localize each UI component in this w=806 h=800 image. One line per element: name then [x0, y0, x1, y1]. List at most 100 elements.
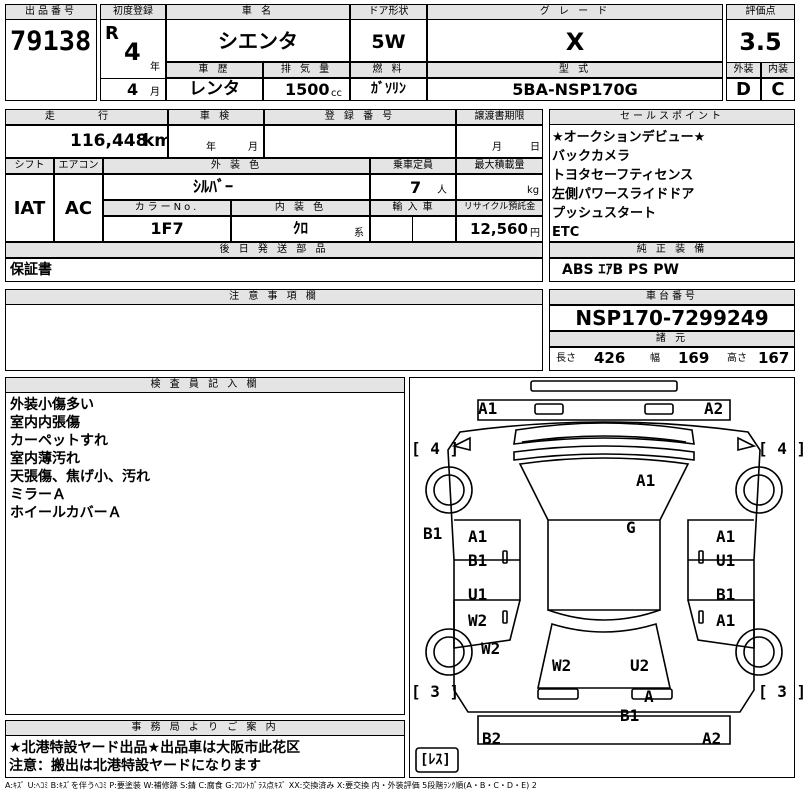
tread-rear-right: [ 3 ] [758, 682, 806, 701]
later-parts-label: 後 日 発 送 部 品 [5, 242, 543, 258]
inspector-line: ミラーＡ [10, 487, 66, 503]
sales-list: ★オークションデビュー★ バックカメラ トヨタセーフティセンス 左側パワースライ… [552, 128, 705, 242]
reg-year-unit: 年 [150, 62, 160, 73]
recycle-fee: 12,560 [470, 220, 528, 238]
width-label: 幅 [650, 353, 660, 364]
mark-rear-left: B2 [482, 729, 502, 748]
recycle-unit: 円 [530, 228, 540, 239]
inspector-line: ホイールカバーＡ [10, 505, 122, 521]
office-list: ★北港特設ヤード出品★出品車は大阪市此花区 注意：搬出は北港特設ヤードになります [9, 739, 300, 775]
lot-label: 出品番号 [5, 4, 97, 20]
sales-item: 左側パワースライドドア [552, 187, 695, 202]
int-color-unit: 系 [354, 228, 364, 239]
dims-label: 諸 元 [549, 331, 795, 347]
seats: 7 [410, 178, 422, 197]
equipment-label: 純 正 装 備 [549, 242, 795, 258]
inspection-cell [168, 125, 264, 158]
sales-item: バックカメラ [552, 149, 631, 164]
inspector-line: カーペットすれ [10, 433, 108, 449]
fuel-cell [350, 78, 427, 101]
displacement: 1500 [285, 80, 330, 99]
int-cell [761, 78, 795, 101]
inspector-box [5, 377, 405, 715]
mark-hood: A1 [636, 471, 656, 490]
door-label: ドア形状 [350, 4, 427, 20]
load-unit: kg [527, 185, 540, 196]
load-cell [456, 174, 543, 200]
inspector-line: 室内内張傷 [10, 415, 80, 431]
mileage: 116,448 [70, 131, 148, 151]
sales-box [549, 109, 795, 242]
air-conditioner: AC [64, 198, 93, 219]
transfer-day-unit: 日 [530, 142, 540, 153]
shift-cell [5, 174, 54, 242]
mileage-cell [5, 125, 168, 158]
mark-right-front-door-2: U1 [716, 551, 736, 570]
color-no-label: カラーNo. [103, 200, 231, 216]
office-line: ★北港特設ヤード出品★出品車は大阪市此花区 [9, 740, 301, 756]
transfer-cell [456, 125, 543, 158]
sales-item: ★オークションデビュー★ [552, 130, 706, 145]
length-label: 長さ [556, 353, 576, 364]
sales-item: プッシュスタート [552, 206, 657, 221]
height-label: 高さ [727, 353, 747, 364]
chassis-number: NSP170-7299249 [575, 306, 769, 330]
mark-left-front-door-1: A1 [468, 527, 488, 546]
displacement-cell [263, 78, 350, 101]
mileage-label: 走 行 [5, 109, 168, 125]
history-label: 車 歴 [166, 62, 263, 78]
inspector-label: 検 査 員 記 入 欄 [5, 377, 405, 393]
mark-rear-right: A2 [702, 729, 722, 748]
seats-label: 乗車定員 [370, 158, 456, 174]
mark-right-rear-door-1: B1 [716, 585, 736, 604]
ac-label: エアコン [54, 158, 103, 174]
mark-front-right: A2 [704, 399, 724, 418]
office-label: 事 務 局 よ り ご 案 内 [5, 720, 405, 736]
color-cell [103, 174, 370, 200]
mark-rear-bumper: B1 [620, 706, 640, 725]
recycle-label: リサイクル預託金 [456, 200, 543, 216]
ext-label: 外装 [726, 62, 761, 78]
fuel-label: 燃 料 [350, 62, 427, 78]
mark-left-front-door-2: B1 [468, 551, 488, 570]
import-label: 輸 入 車 [370, 200, 456, 216]
grade-label: グ レ ー ド [427, 4, 723, 20]
mark-lamp: A [644, 687, 654, 706]
displacement-label: 排 気 量 [263, 62, 350, 78]
tread-front-left: [ 4 ] [411, 439, 460, 458]
recycle-cell [456, 216, 543, 242]
mark-right-rear-door-2: A1 [716, 611, 736, 630]
body-color: ｼﾙﾊﾞｰ [192, 177, 233, 196]
door-type: 5W [371, 31, 406, 53]
color-no: 1F7 [150, 219, 184, 238]
inspector-line: 室内薄汚れ [10, 451, 80, 467]
notes-label: 注 意 事 項 欄 [5, 289, 543, 305]
reg-year: 4 [124, 38, 141, 66]
color-no-cell [103, 216, 231, 242]
shift: IAT [13, 198, 46, 219]
car-name: シエンタ [218, 29, 298, 53]
score: 3.5 [739, 28, 782, 56]
first-reg-label: 初度登録 [100, 4, 166, 20]
score-label: 評価点 [726, 4, 795, 20]
sales-label: セールスポイント [549, 109, 795, 125]
model-cell [427, 78, 723, 101]
chassis-label: 車台番号 [549, 289, 795, 305]
mark-left-quarter: W2 [481, 639, 501, 658]
reg-month: 4 [127, 80, 139, 99]
later-parts: 保証書 [10, 262, 52, 278]
load-label: 最大積載量 [456, 158, 543, 174]
color-label: 外 装 色 [103, 158, 370, 174]
ext-grade: D [736, 79, 751, 100]
history-cell [166, 78, 263, 101]
sales-item: トヨタセーフティセンス [552, 168, 694, 183]
tread-front-right: [ 4 ] [758, 439, 806, 458]
model-code: 5BA-NSP170G [512, 80, 638, 99]
inspector-list: 外装小傷多い 室内内張傷 カーペットすれ 室内薄汚れ 天張傷、焦げ小、汚れ ミラ… [10, 396, 150, 522]
shift-label: シフト [5, 158, 54, 174]
int-color-label: 内 装 色 [231, 200, 370, 216]
width: 169 [678, 349, 710, 367]
fuel: ｶﾞｿﾘﾝ [371, 81, 406, 97]
